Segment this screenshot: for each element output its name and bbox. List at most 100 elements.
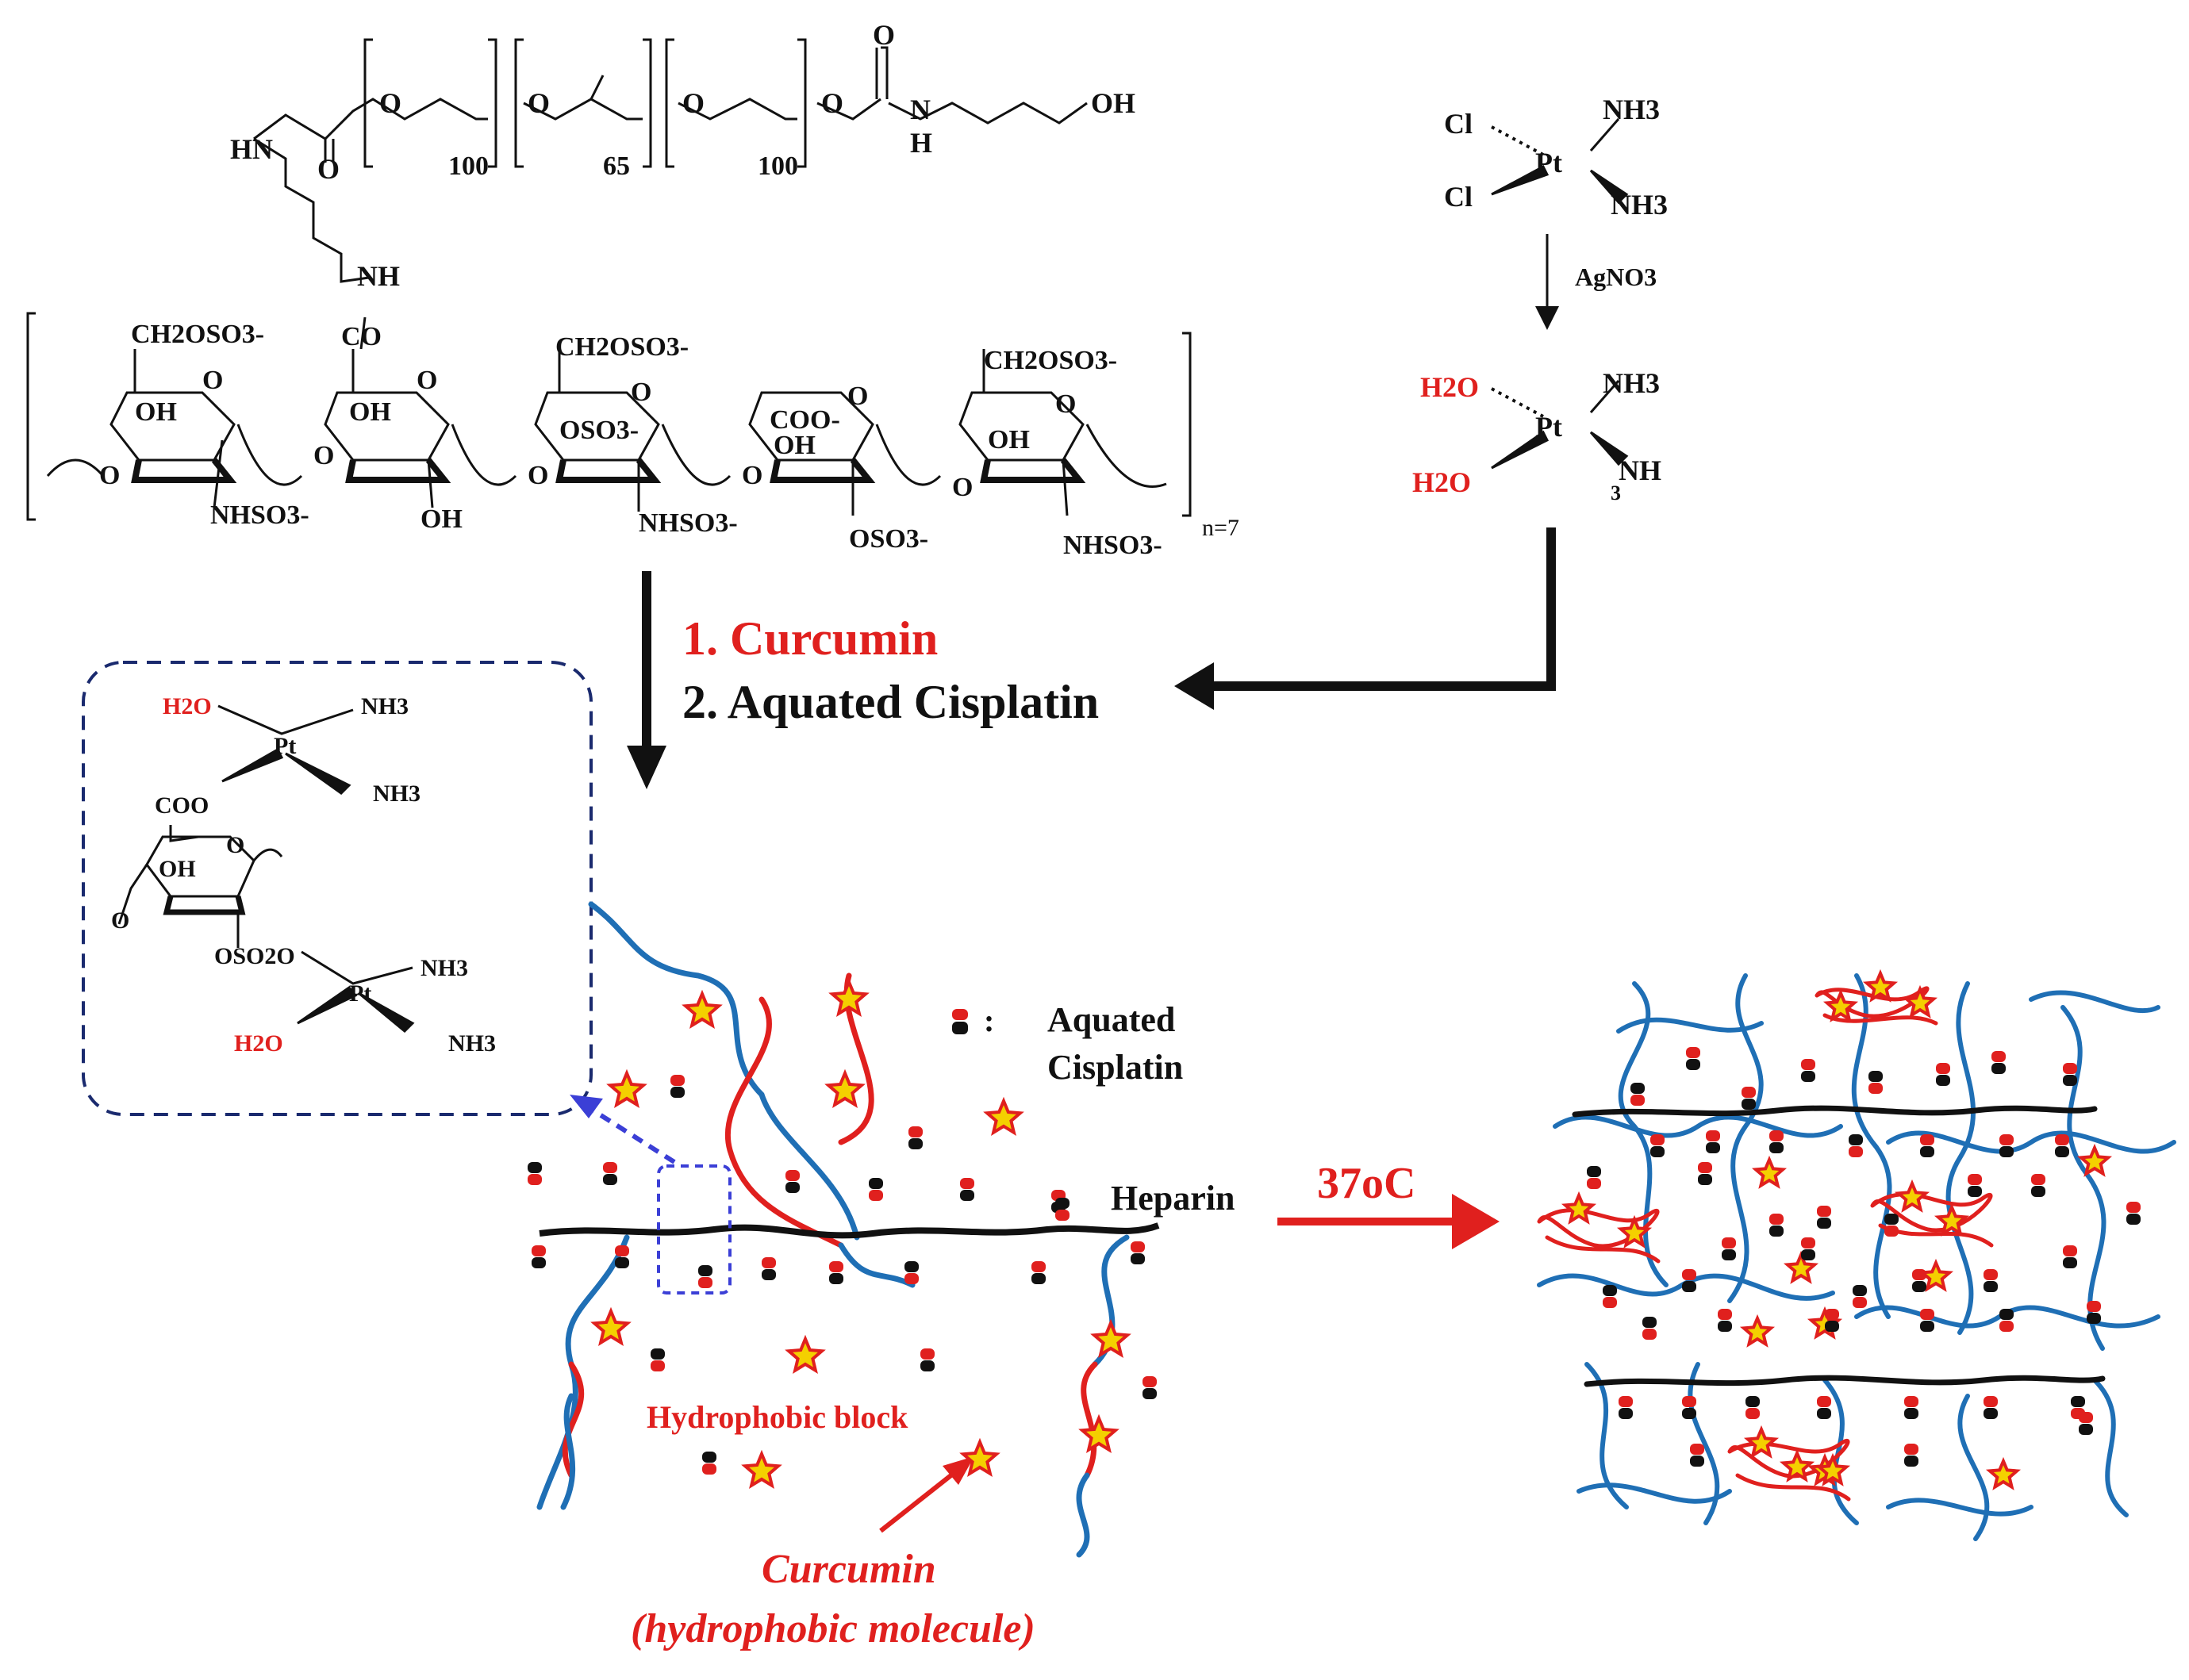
ammine-label: NH3 bbox=[1603, 94, 1660, 125]
inset-platinum-label: Pt bbox=[349, 980, 371, 1007]
cisplatin-capsule bbox=[528, 1162, 542, 1185]
heparin-group: OH bbox=[349, 397, 391, 427]
curcumin-star bbox=[1616, 1214, 1653, 1248]
cisplatin-capsule bbox=[2126, 1202, 2141, 1225]
curcumin-star bbox=[1739, 1314, 1776, 1348]
legend-cisplatin: Cisplatin bbox=[1047, 1048, 1183, 1087]
cisplatin-capsule bbox=[1936, 1063, 1950, 1086]
cisplatin-capsule bbox=[829, 1261, 843, 1284]
heparin-repeat-count: n=7 bbox=[1202, 515, 1239, 541]
cisplatin-capsule bbox=[1686, 1047, 1700, 1070]
polymer-atom: O bbox=[682, 87, 705, 119]
polymer-atom: NH bbox=[357, 260, 400, 292]
cisplatin-capsule bbox=[1630, 1083, 1645, 1106]
heparin-link-o: O bbox=[528, 461, 548, 490]
inset-ring-o: O bbox=[226, 832, 244, 858]
curcumin-star bbox=[741, 1449, 782, 1490]
cisplatin-capsule bbox=[615, 1245, 629, 1268]
cisplatin-capsule bbox=[1849, 1134, 1863, 1157]
heparin-group: CH2OSO3- bbox=[131, 320, 264, 349]
curcumin-pointer-arrow bbox=[879, 1469, 958, 1533]
cisplatin-capsule bbox=[1603, 1285, 1617, 1308]
inset-ammine-label: NH3 bbox=[373, 781, 421, 807]
inset-pointer-arrow bbox=[586, 1104, 676, 1164]
heparin-ring-o: O bbox=[1055, 389, 1076, 419]
polymer-subscript: 65 bbox=[603, 152, 630, 181]
curcumin-star bbox=[606, 1068, 647, 1109]
ammine-label: NH3 bbox=[1603, 367, 1660, 399]
heparin-link-o: O bbox=[742, 461, 762, 490]
cisplatin-capsule bbox=[869, 1178, 883, 1201]
cisplatin-capsule bbox=[1690, 1444, 1704, 1467]
inset-aqua-label: H2O bbox=[234, 1030, 283, 1057]
legend-aquated: Aquated bbox=[1047, 1000, 1175, 1039]
curcumin-star bbox=[1561, 1191, 1597, 1225]
cisplatin-capsule bbox=[1745, 1396, 1760, 1419]
curcumin-star bbox=[785, 1334, 826, 1375]
heparin-group: NHSO3- bbox=[210, 501, 309, 530]
cisplatin-capsule bbox=[785, 1170, 800, 1193]
cisplatin-feed-arrow bbox=[1190, 527, 1556, 691]
heparin-link-o: O bbox=[952, 473, 973, 502]
aqua-ligand-label: H2O bbox=[1420, 371, 1479, 403]
cisplatin-capsule bbox=[1884, 1214, 1899, 1237]
cisplatin-capsule bbox=[670, 1075, 685, 1098]
cisplatin-capsule bbox=[1904, 1396, 1918, 1419]
cisplatin-capsule bbox=[1769, 1214, 1784, 1237]
legend-colon: : bbox=[984, 1003, 994, 1038]
curcumin-star bbox=[1902, 984, 1938, 1018]
inset-pointer-arrowhead bbox=[570, 1095, 603, 1118]
aqua-ligand-label: H2O bbox=[1412, 466, 1471, 498]
cisplatin-capsule bbox=[603, 1162, 617, 1185]
reagent-label: AgNO3 bbox=[1575, 263, 1657, 291]
heparin-group: NHSO3- bbox=[1063, 531, 1162, 560]
curcumin-star bbox=[1743, 1425, 1780, 1459]
unassembled-complex bbox=[536, 901, 1160, 1558]
inset-ammine-label: NH3 bbox=[421, 955, 468, 981]
heparin-backbone bbox=[539, 1222, 1160, 1239]
curcumin-star bbox=[983, 1096, 1024, 1137]
cisplatin-capsule bbox=[1999, 1309, 2014, 1332]
cisplatin-capsule bbox=[2063, 1245, 2077, 1268]
polymer-atom: O bbox=[821, 87, 843, 119]
cisplatin-capsule bbox=[1920, 1309, 1934, 1332]
cisplatin-capsule bbox=[532, 1245, 546, 1268]
cisplatin-capsule bbox=[1912, 1269, 1926, 1292]
platinum-label: Pt bbox=[1535, 147, 1562, 178]
cisplatin-capsule bbox=[2079, 1412, 2093, 1435]
ammine-subscript: 3 bbox=[1611, 481, 1621, 504]
polymer-atom: O bbox=[873, 19, 895, 51]
cisplatin-capsule bbox=[1817, 1206, 1831, 1229]
heparin-group: COO- bbox=[770, 405, 840, 435]
step-curcumin: 1. Curcumin bbox=[682, 612, 938, 665]
cisplatin-capsule bbox=[1769, 1130, 1784, 1153]
heparin-group: OH bbox=[774, 431, 816, 460]
curcumin-star bbox=[1779, 1448, 1815, 1482]
particle-layer bbox=[528, 968, 2141, 1490]
cisplatin-capsule bbox=[904, 1261, 919, 1284]
cisplatin-capsule bbox=[1984, 1396, 1998, 1419]
cisplatin-capsule bbox=[908, 1126, 923, 1149]
polymer-subscript: 100 bbox=[448, 152, 489, 181]
heparin-link-o: O bbox=[99, 461, 120, 490]
polymer-atom: O bbox=[379, 87, 401, 119]
cisplatin-capsule bbox=[1698, 1162, 1712, 1185]
cisplatin-capsule bbox=[2031, 1174, 2045, 1197]
platinum-label: Pt bbox=[1535, 411, 1562, 443]
main-down-arrowhead bbox=[627, 746, 666, 789]
heparin-link-o: O bbox=[313, 441, 334, 470]
legend: : Aquated Cisplatin bbox=[952, 1000, 1183, 1087]
curcumin-star bbox=[1751, 1155, 1788, 1189]
polymer-atom: O bbox=[528, 87, 550, 119]
heparin-ring-o: O bbox=[631, 378, 651, 407]
heparin-group: OH bbox=[135, 397, 177, 427]
selection-box bbox=[657, 1164, 732, 1295]
curcumin-star bbox=[1822, 988, 1859, 1022]
cisplatin-capsule bbox=[1968, 1174, 1982, 1197]
cisplatin-capsule bbox=[1718, 1309, 1732, 1332]
cisplatin-capsule bbox=[960, 1178, 974, 1201]
heating-arrowhead bbox=[1452, 1194, 1500, 1249]
cisplatin-capsule bbox=[1131, 1241, 1145, 1264]
cisplatin-capsule bbox=[1682, 1396, 1696, 1419]
